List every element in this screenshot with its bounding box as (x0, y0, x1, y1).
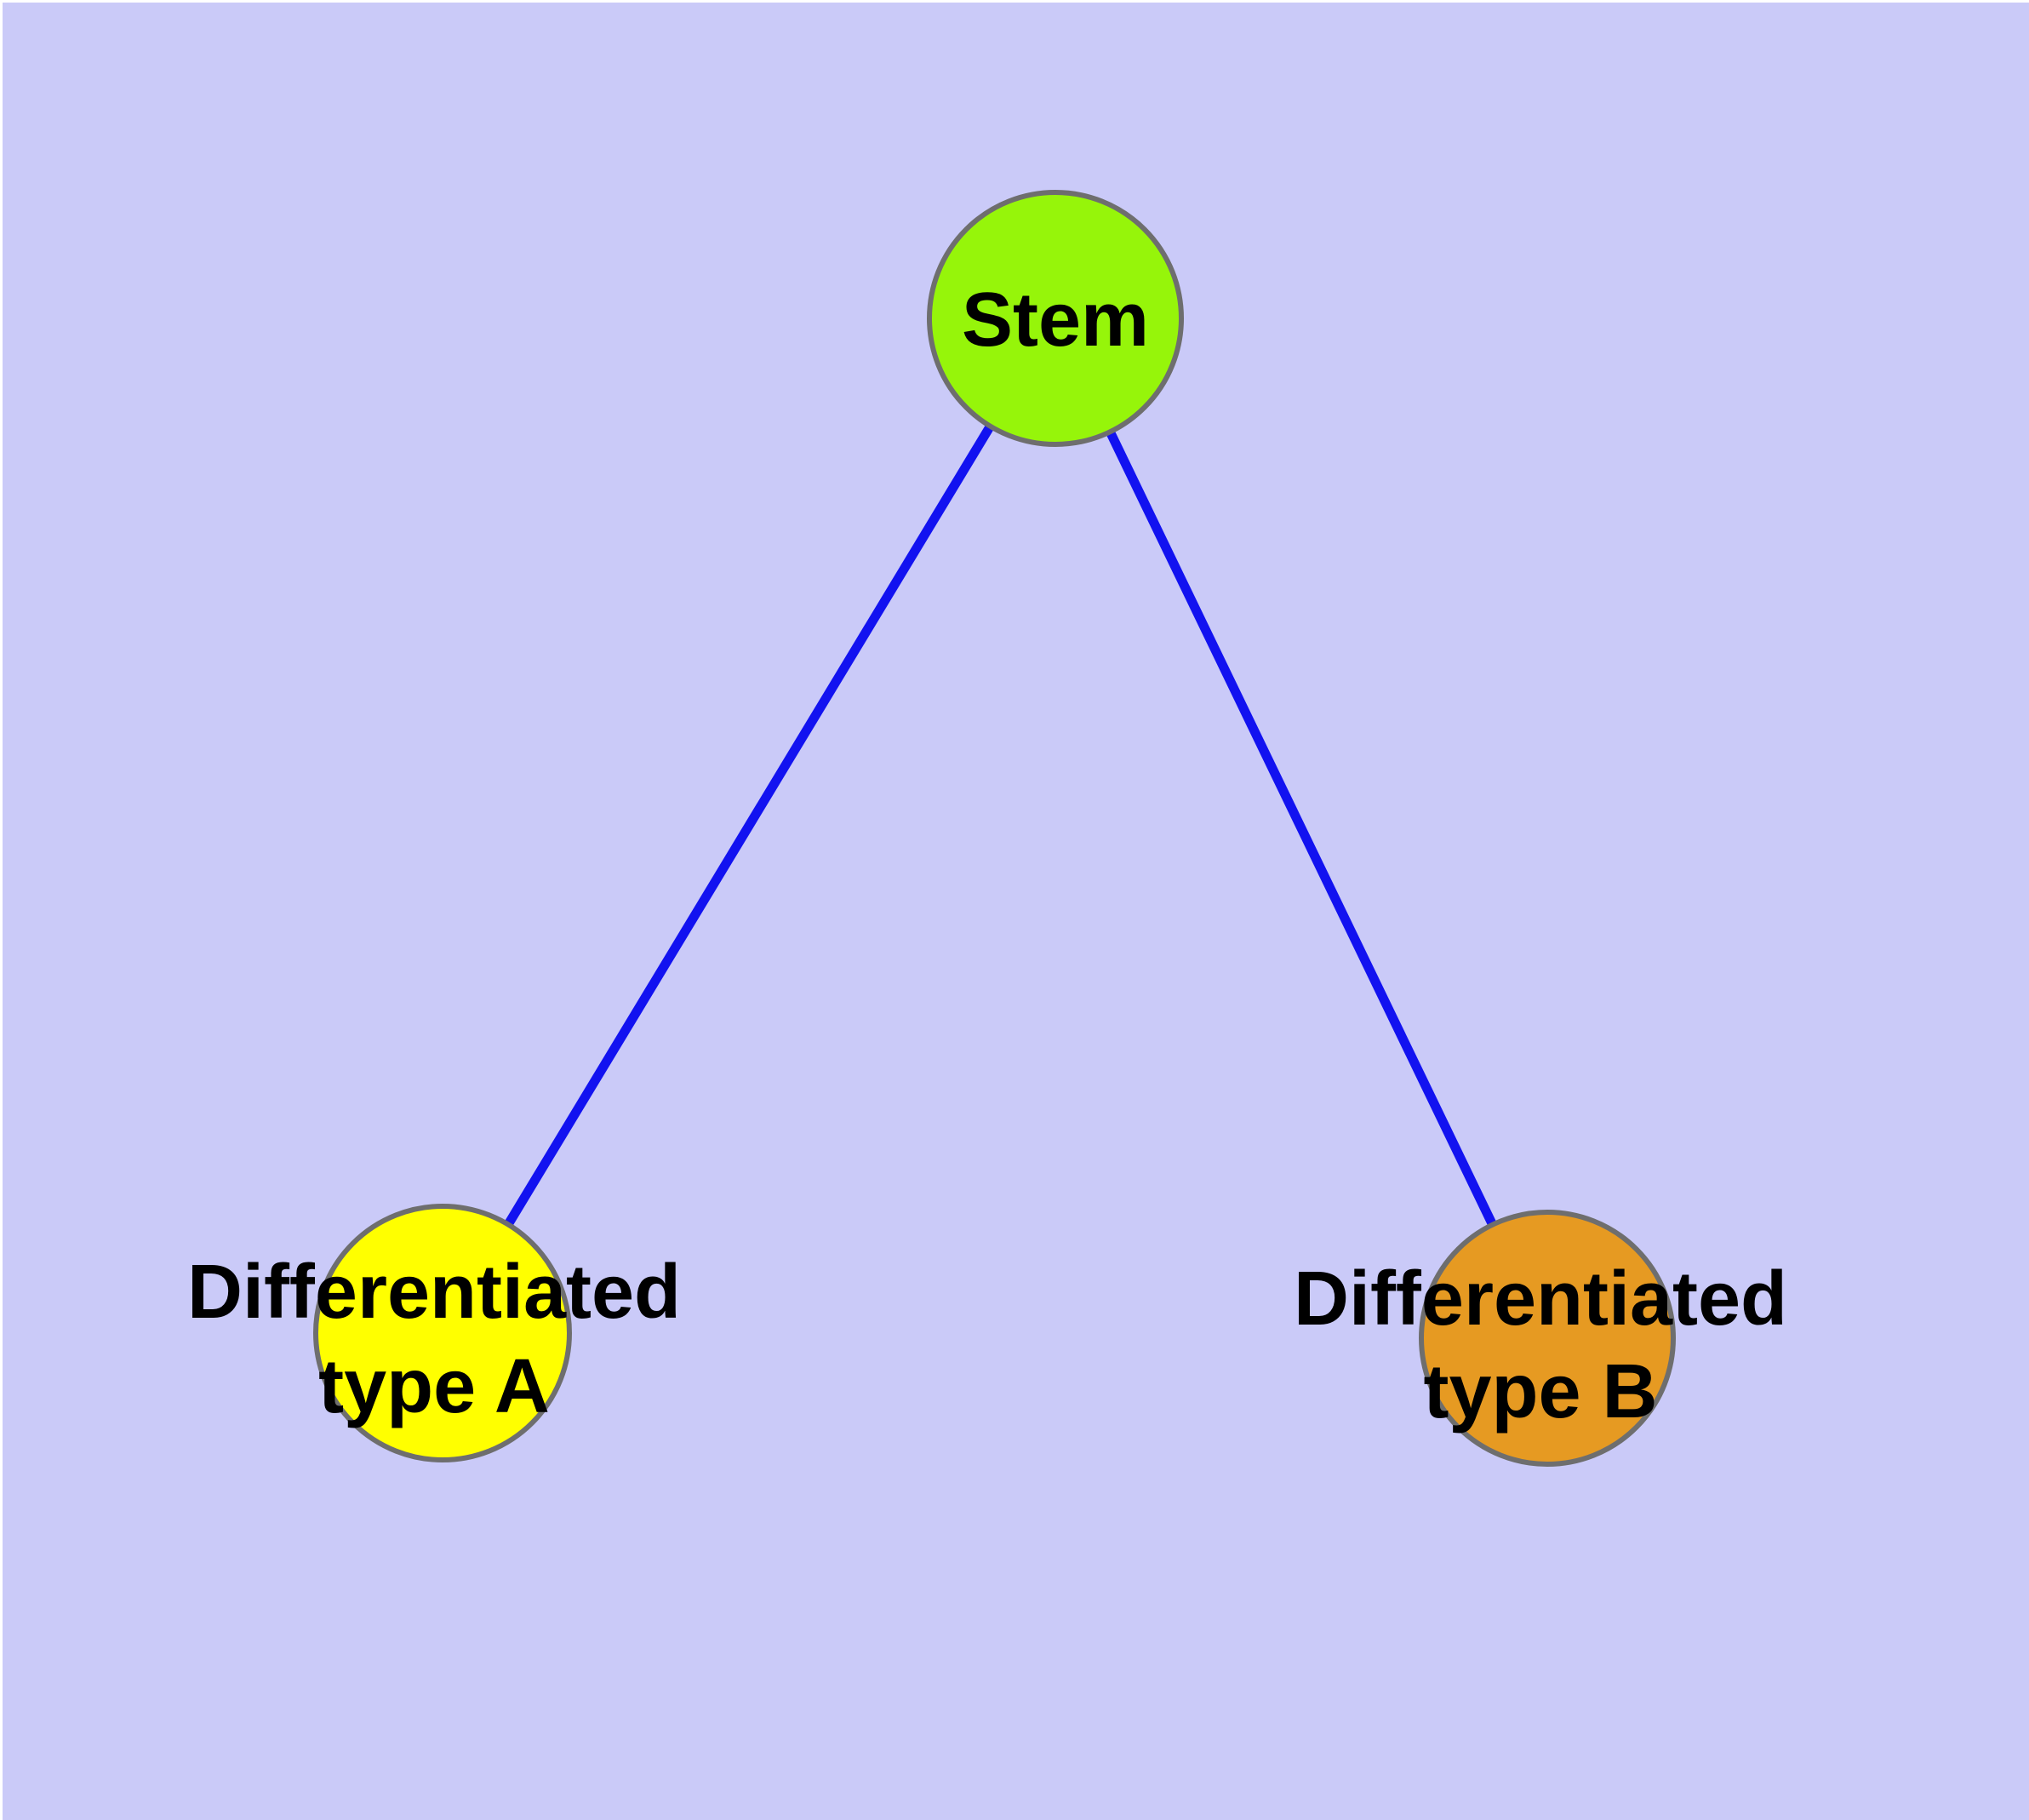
node-differentiated-type-b: Differentiated type B (1294, 1210, 1787, 1467)
edge-stem-to-type-a (438, 316, 1060, 1336)
node-type-b-label-line1: Differentiated (1294, 1256, 1787, 1342)
edge-layer (438, 316, 1552, 1341)
node-differentiated-type-a: Differentiated type A (187, 1204, 681, 1462)
node-stem: Stem (927, 190, 1184, 447)
node-type-b-circle (1419, 1210, 1676, 1467)
node-type-b-label-line2: type B (1423, 1349, 1657, 1434)
node-type-a-label-line1: Differentiated (187, 1250, 681, 1335)
node-stem-circle (927, 190, 1184, 447)
node-type-a-label-line2: type A (318, 1344, 550, 1429)
edge-stem-to-type-b (1051, 316, 1552, 1341)
node-type-a-circle (313, 1204, 572, 1462)
node-stem-label: Stem (962, 278, 1149, 363)
